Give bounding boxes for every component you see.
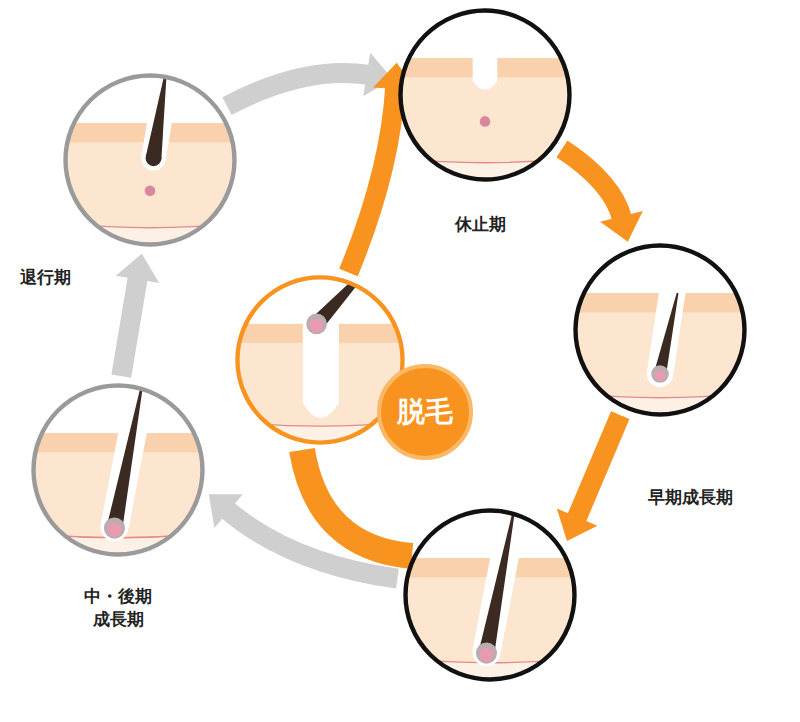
- cycle-arrow: [227, 53, 392, 106]
- stage-label: 休止期: [455, 213, 506, 236]
- stage-label: 退行期: [20, 266, 71, 289]
- hair-stage-circle: 早期成長期: [572, 242, 748, 418]
- hair-stage-circle: 退行期: [62, 72, 238, 248]
- stage-label: 中・後期 成長期: [80, 585, 156, 631]
- hair-follicle-illustration: [402, 507, 578, 683]
- hair-follicle-illustration: [572, 242, 748, 418]
- removal-badge: 脱毛: [377, 364, 473, 460]
- arrow-head: [116, 254, 159, 283]
- arrow-head: [600, 211, 643, 242]
- badge-label: 脱毛: [397, 393, 453, 431]
- cycle-arrow: [557, 415, 620, 541]
- cycle-arrow: [209, 494, 398, 578]
- hair-follicle-illustration: [62, 72, 238, 248]
- stage-label: 早期成長期: [648, 486, 733, 509]
- hair-follicle-illustration: [397, 7, 573, 183]
- hair-stage-circle: [402, 507, 578, 683]
- hair-follicle-illustration: [30, 382, 206, 558]
- removal-arc: [302, 450, 412, 556]
- arrow-head: [557, 509, 598, 542]
- arrow-head: [209, 494, 243, 528]
- cycle-arrow: [116, 254, 159, 376]
- cycle-arrow: [562, 149, 643, 242]
- hair-stage-circle: 中・後期 成長期: [30, 382, 206, 558]
- hair-stage-circle: 脱毛: [234, 274, 406, 446]
- hair-stage-circle: 休止期: [397, 7, 573, 183]
